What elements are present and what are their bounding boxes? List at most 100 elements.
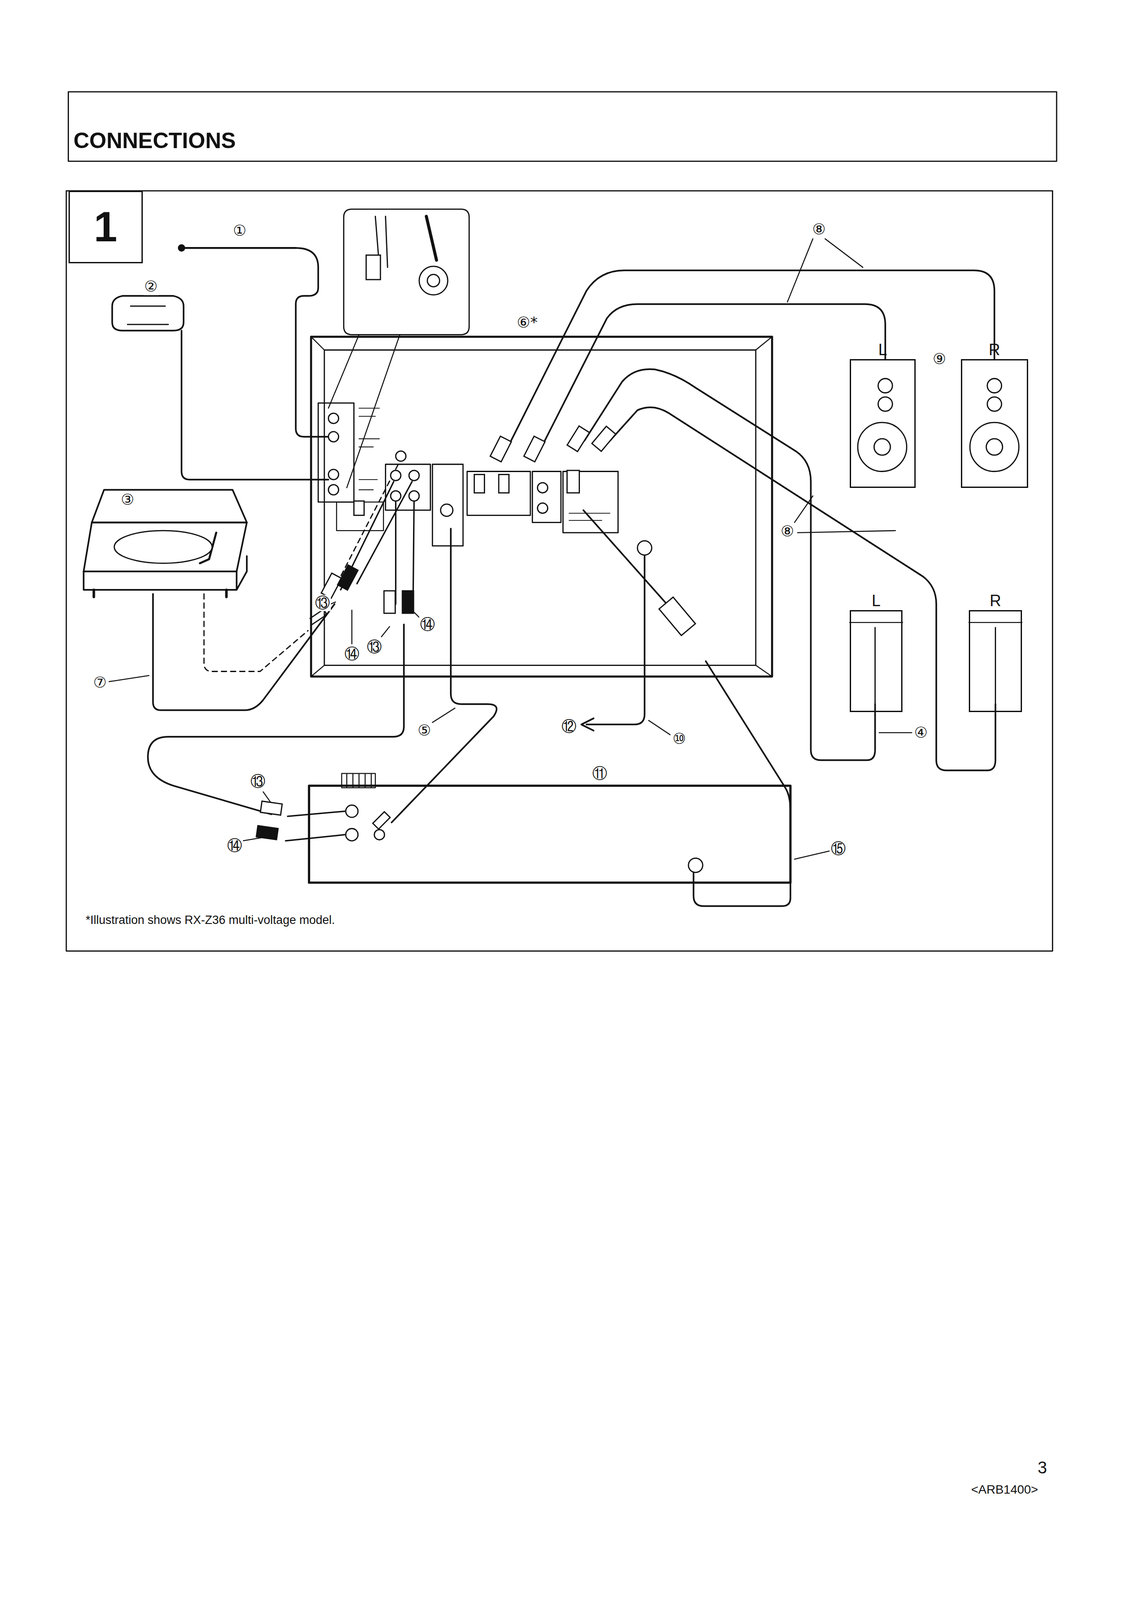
- callout-number: ②: [143, 278, 159, 295]
- ground-wire: [203, 460, 400, 671]
- woofer-cap: [986, 438, 1003, 455]
- inset-screwdriver: [426, 216, 437, 261]
- leader-line: [432, 707, 455, 723]
- deck-leads: [395, 497, 415, 604]
- receiver-inner: [324, 349, 756, 665]
- loop-antenna: [112, 295, 184, 331]
- turntable-feet: [94, 589, 227, 597]
- figure-number-box: 1: [68, 190, 143, 264]
- speaker-plug: [567, 425, 590, 452]
- tweeter: [987, 396, 1002, 412]
- sub-terminal: [537, 502, 548, 513]
- speaker-terminal: [474, 474, 485, 493]
- receiver-outer: [311, 336, 772, 677]
- antenna-terminal: [328, 413, 339, 424]
- header-frame: [68, 91, 1057, 162]
- page-number: <ARB1400>: [970, 1482, 1040, 1497]
- callout-number: ⑧: [811, 221, 827, 238]
- ground-lug: [310, 609, 327, 625]
- voltage-selector: [567, 470, 580, 493]
- leader-line: [351, 609, 353, 644]
- ground-screw: [395, 450, 406, 461]
- speaker-plug: [490, 435, 512, 462]
- callout-number: ⑭: [343, 645, 361, 662]
- turntable-lid: [91, 489, 247, 522]
- loop-antenna-wire: [181, 330, 329, 480]
- inset-plug: [366, 254, 381, 280]
- inset-screw-slot: [427, 274, 440, 287]
- antenna-terminal: [328, 469, 339, 480]
- antenna-terminal: [328, 484, 339, 495]
- deck-jack: [345, 804, 359, 818]
- callout-number: ①: [231, 222, 247, 239]
- detail-inset: [343, 209, 470, 335]
- callout-number: ⑩: [671, 730, 687, 747]
- front-speaker: R: [960, 358, 1029, 488]
- front-speaker: L: [849, 358, 917, 488]
- loop-antenna-detail: [127, 305, 169, 325]
- leader-line: [879, 732, 912, 733]
- woofer-cap: [873, 438, 891, 455]
- cord-arrow: [581, 717, 594, 731]
- jack-panel: [385, 463, 431, 510]
- woofer: [970, 422, 1019, 472]
- callout-number: ⑭: [419, 616, 436, 633]
- callout-number: ⑪: [591, 764, 609, 782]
- rca-plug: [402, 590, 414, 613]
- rca-plug: [256, 825, 279, 840]
- figure-note: *Illustration shows RX-Z36 multi-voltage…: [85, 913, 335, 927]
- callout-number: ④: [913, 724, 929, 741]
- sub-speaker-panel: [532, 471, 562, 523]
- callout-number: ⑭: [226, 837, 243, 854]
- leader-line: [381, 626, 390, 637]
- speaker-panel: [467, 471, 531, 516]
- rca-jack: [390, 490, 401, 501]
- leader-line: [794, 495, 896, 533]
- antenna-tip: [178, 244, 185, 251]
- leader-line: [648, 720, 671, 735]
- rca-jack: [390, 470, 401, 481]
- rca-jack: [409, 470, 420, 481]
- turntable-base: [83, 522, 247, 572]
- speaker-plug: [523, 435, 545, 462]
- callout-number: ⑬: [249, 772, 267, 790]
- rca-jack: [409, 490, 420, 501]
- speaker-terminal: [498, 474, 509, 493]
- sub-terminal: [537, 482, 548, 493]
- callout-number: ⑦: [92, 674, 108, 691]
- rca-plug: [384, 590, 396, 613]
- speaker-wire: [584, 369, 876, 761]
- callout-number: ⑬: [314, 594, 331, 611]
- deck-jack: [345, 828, 359, 841]
- channel-label: L: [851, 341, 915, 358]
- deck-cable: [148, 624, 405, 815]
- speaker-wire: [609, 407, 996, 771]
- speaker-top: [849, 621, 1022, 623]
- callout-number: ⑧: [779, 523, 795, 540]
- page-number: 3: [1036, 1458, 1048, 1477]
- channel-label: R: [970, 592, 1021, 609]
- deck-cable-ends: [285, 811, 345, 841]
- antenna-panel: [318, 402, 354, 502]
- deck-ac-inlet: [688, 857, 703, 873]
- tweeter: [878, 396, 893, 412]
- callout-number: ⑥*: [515, 314, 539, 331]
- remote-cable: [391, 528, 497, 823]
- turntable-platter: [114, 530, 213, 563]
- remote-jack: [440, 503, 453, 517]
- woofer: [857, 422, 907, 472]
- leader-line: [794, 850, 830, 859]
- phono-cable: [152, 593, 335, 711]
- figure-frame: [66, 190, 1053, 951]
- antenna-wire: [295, 247, 329, 437]
- speaker-slot: [875, 627, 996, 704]
- power-plug: [659, 596, 696, 635]
- surround-speaker: L: [849, 609, 903, 712]
- antenna-terminal: [328, 431, 339, 442]
- page-heading: CONNECTIONS: [73, 128, 236, 153]
- inset-screw: [419, 266, 448, 295]
- selector-switch: [353, 500, 364, 516]
